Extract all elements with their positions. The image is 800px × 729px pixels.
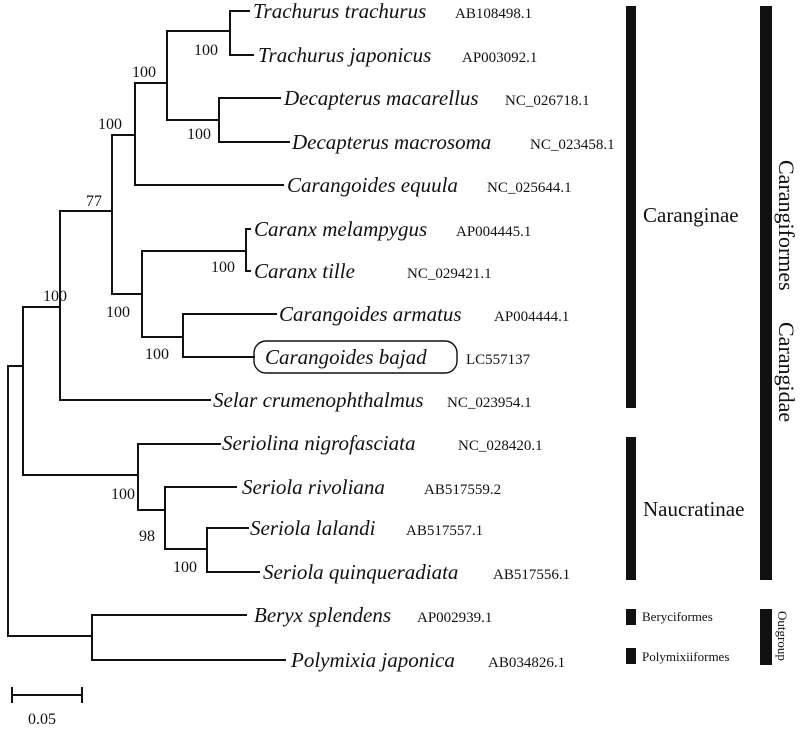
taxon-name: Decapterus macrosoma — [291, 130, 491, 154]
taxon-labels: Trachurus trachurus AB108498.1 Trachurus… — [213, 0, 615, 672]
taxon-name: Beryx splendens — [254, 603, 391, 627]
taxon-name: Seriola rivoliana — [242, 475, 385, 499]
support-value: 100 — [111, 486, 135, 503]
branch-decapterus — [218, 97, 290, 143]
polymixiiformes-bar — [626, 648, 636, 664]
support-value: 100 — [132, 64, 156, 81]
taxon-name: Polymixia japonica — [290, 648, 455, 672]
naucratinae-bar — [626, 437, 636, 580]
branch-ingroup — [22, 306, 139, 476]
branch-root — [7, 365, 93, 637]
support-value: 100 — [173, 559, 197, 576]
taxon-accession: AB108498.1 — [455, 6, 532, 22]
branch-naucratinae — [137, 443, 221, 511]
taxon-accession: NC_023954.1 — [447, 395, 532, 411]
taxon-name-highlighted: Carangoides bajad — [265, 345, 427, 369]
support-value: 100 — [211, 259, 235, 276]
branch-node-77 — [111, 134, 143, 295]
taxon-accession: AP004444.1 — [494, 309, 569, 325]
outgroup-label: Outgroup — [775, 611, 790, 661]
taxon-accession: AP004445.1 — [456, 224, 531, 240]
branch-caranx-carangoides — [141, 250, 247, 338]
taxon-accession: NC_025644.1 — [487, 180, 572, 196]
support-values: 100 100 100 100 77 100 100 100 100 100 9… — [43, 42, 235, 576]
branch-trachurus-decapterus — [166, 30, 231, 121]
taxon-name: Decapterus macarellus — [283, 86, 479, 110]
beryciformes-label: Beryciformes — [642, 609, 713, 624]
branch-seriola — [164, 486, 237, 550]
caranginae-label: Caranginae — [643, 203, 739, 227]
taxon-accession: NC_023458.1 — [530, 137, 615, 153]
naucratinae-label: Naucratinae — [643, 497, 744, 521]
carangiformes-label: Carangiformes — [774, 160, 799, 291]
support-value: 100 — [43, 288, 67, 305]
carangidae-label: Carangidae — [774, 322, 799, 422]
highlight-box — [253, 340, 458, 374]
branch-trachurus — [229, 10, 254, 56]
taxon-name: Seriolina nigrofasciata — [222, 431, 415, 455]
taxon-accession: AP003092.1 — [462, 50, 537, 66]
taxon-accession: AB034826.1 — [488, 655, 565, 671]
support-value: 98 — [139, 528, 155, 545]
branch-outgroup — [91, 614, 286, 661]
scale-bar-label: 0.05 — [28, 711, 56, 728]
taxon-name: Seriola lalandi — [250, 516, 376, 540]
support-value: 100 — [194, 42, 218, 59]
branch-caranginae-selar — [59, 210, 211, 401]
support-value: 100 — [98, 116, 122, 133]
taxon-name: Caranx tille — [254, 259, 355, 283]
taxon-accession: AB517557.1 — [406, 523, 483, 539]
taxon-accession: NC_029421.1 — [407, 266, 492, 282]
taxon-accession: NC_028420.1 — [458, 438, 543, 454]
caranginae-bar — [626, 6, 636, 408]
taxon-name: Carangoides equula — [287, 173, 458, 197]
taxon-accession: AP002939.1 — [417, 610, 492, 626]
branch-upper-caranginae — [134, 82, 284, 186]
carangidae-bar — [760, 6, 772, 580]
taxon-accession: AB517556.1 — [493, 567, 570, 583]
polymixiiformes-label: Polymixiiformes — [642, 649, 729, 664]
support-value: 100 — [145, 346, 169, 363]
scale-bar-line — [11, 687, 83, 703]
support-value: 100 — [187, 126, 211, 143]
taxon-name: Selar crumenophthalmus — [213, 388, 424, 412]
tree-branches — [7, 10, 290, 661]
taxon-name: Trachurus trachurus — [253, 0, 426, 23]
beryciformes-bar — [626, 609, 636, 625]
branch-armatus-bajad — [182, 313, 277, 358]
taxon-accession: NC_026718.1 — [505, 93, 590, 109]
branch-caranx — [245, 228, 251, 272]
group-annotations: Caranginae Naucratinae Beryciformes Poly… — [626, 6, 799, 665]
taxon-name: Trachurus japonicus — [258, 43, 431, 67]
support-value: 77 — [86, 193, 102, 210]
taxon-name: Seriola quinqueradiata — [263, 560, 458, 584]
taxon-name: Carangoides armatus — [279, 302, 462, 326]
taxon-name: Caranx melampygus — [254, 217, 427, 241]
taxon-accession: AB517559.2 — [424, 482, 501, 498]
taxon-accession: LC557137 — [466, 352, 531, 368]
scale-bar: 0.05 — [11, 687, 83, 728]
branch-lalandi-quinqueradiata — [206, 527, 260, 573]
support-value: 100 — [106, 304, 130, 321]
outgroup-bar — [760, 609, 772, 665]
